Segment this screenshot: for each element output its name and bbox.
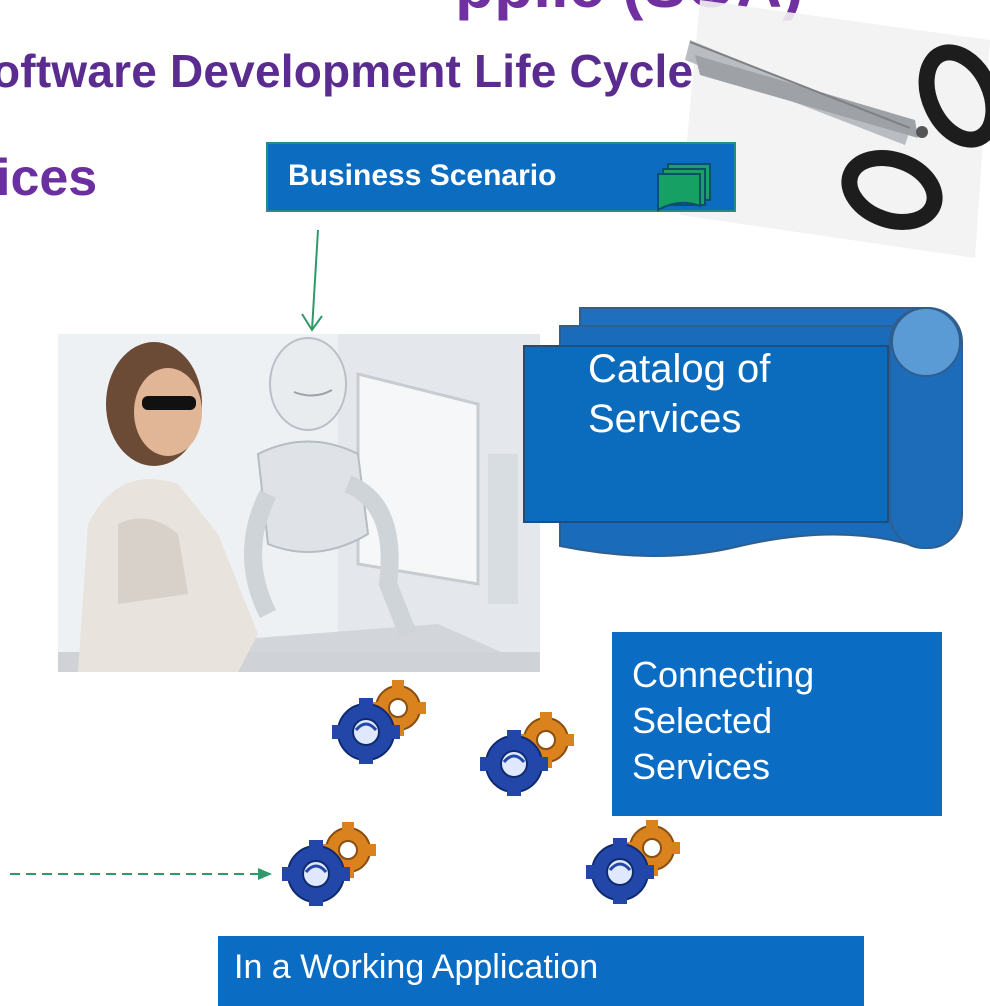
gear-pair-icon (478, 710, 576, 796)
gear-pair-icon (584, 818, 682, 904)
connecting-line2: Selected (632, 700, 773, 741)
gear-pair-icon (330, 678, 428, 764)
person-robot-photo (58, 334, 540, 672)
document-stack-icon (657, 163, 711, 212)
connecting-line1: Connecting (632, 654, 815, 695)
catalog-line1: Catalog of (588, 347, 771, 391)
connecting-services-box (612, 632, 942, 816)
catalog-label: Catalog of Services (588, 344, 770, 444)
connecting-services-label: Connecting Selected Services (632, 652, 814, 790)
catalog-line2: Services (588, 397, 742, 441)
business-scenario-label: Business Scenario (288, 159, 557, 192)
slide-subtitle: ices (0, 149, 98, 207)
slide-title: oftware Development Life Cycle (0, 45, 694, 97)
working-application-label: In a Working Application (234, 948, 599, 986)
connecting-line3: Services (632, 746, 771, 787)
scroll-icon (523, 307, 963, 557)
arrow-down-icon (301, 229, 323, 332)
working-application-box (218, 936, 864, 1006)
dashed-arrow-icon (10, 868, 272, 880)
scissors-icon (680, 0, 990, 258)
gear-pair-icon (280, 820, 378, 906)
